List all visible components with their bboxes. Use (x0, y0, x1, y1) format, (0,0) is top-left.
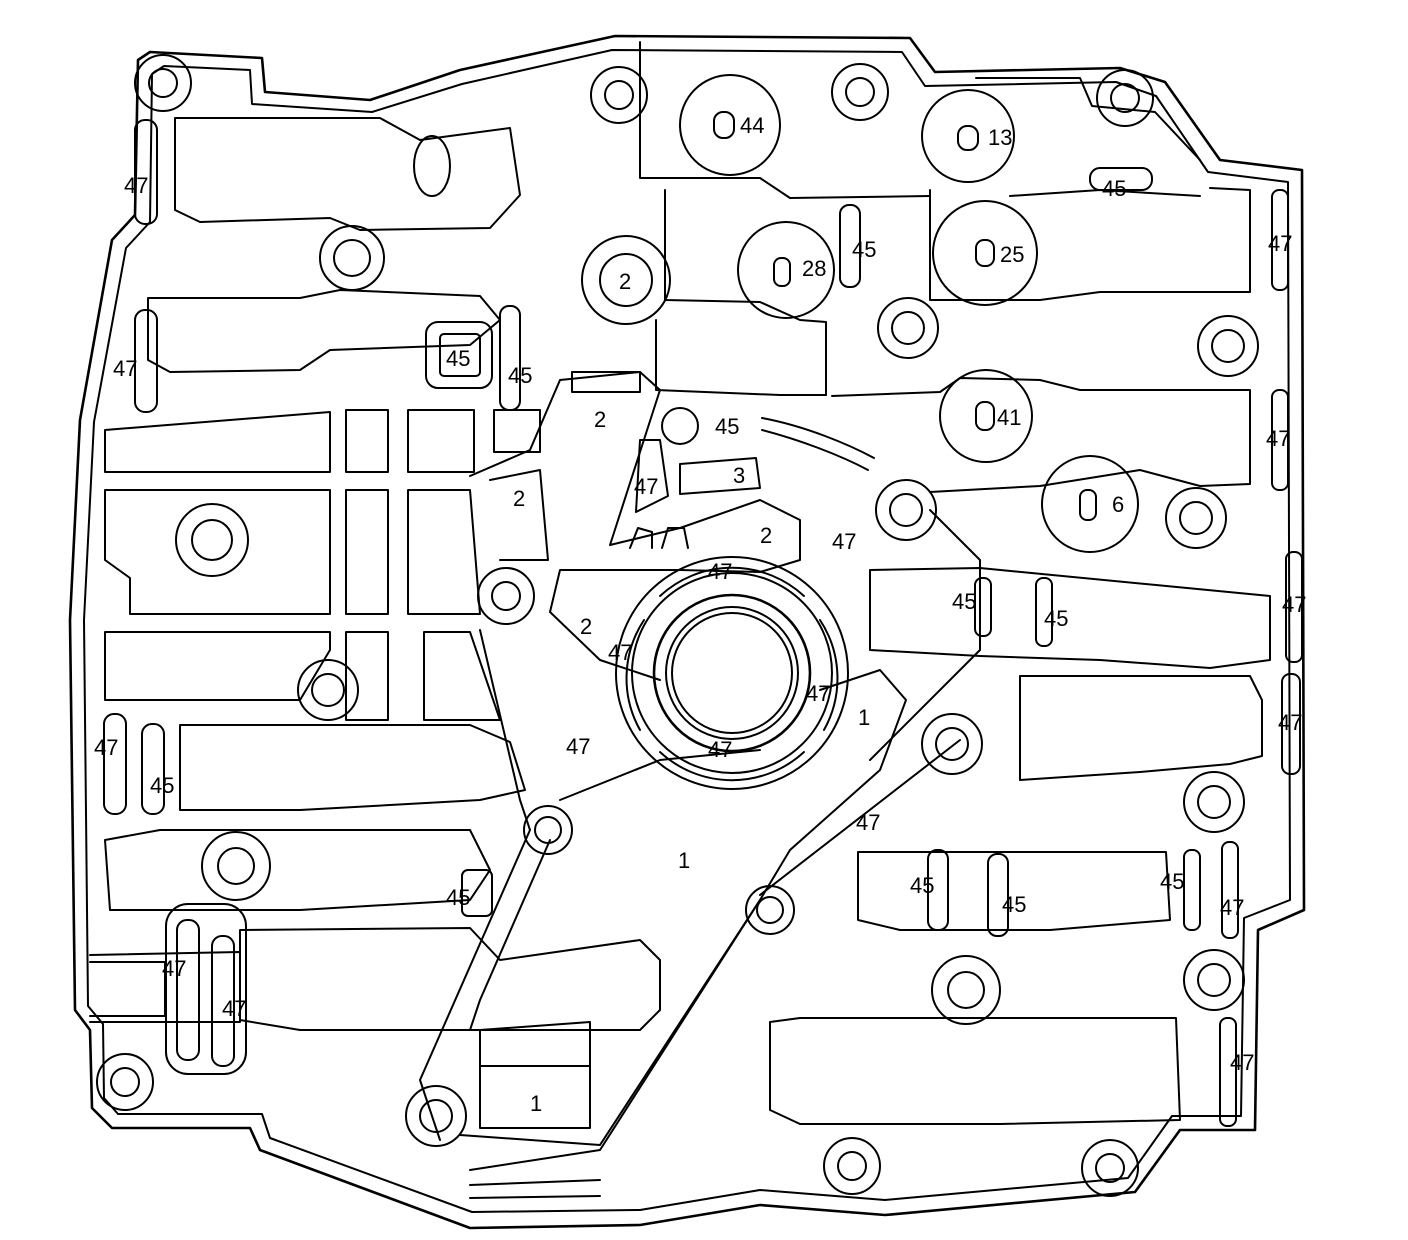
callout-1: 1 (858, 705, 870, 730)
bolt-hole (201, 831, 271, 901)
callout-47: 47 (634, 474, 658, 499)
callout-45: 45 (910, 873, 934, 898)
callout-47: 47 (708, 559, 732, 584)
bolt-hole (661, 407, 699, 445)
callout-47: 47 (832, 529, 856, 554)
callout-45: 45 (508, 363, 532, 388)
bolt-hole (823, 1137, 881, 1195)
callout-2: 2 (580, 614, 592, 639)
callout-1: 1 (678, 848, 690, 873)
callout-45: 45 (1160, 869, 1184, 894)
callout-47: 47 (113, 356, 137, 381)
callout-45: 45 (852, 237, 876, 262)
valve-bores (413, 74, 1139, 553)
bolt-hole (581, 235, 671, 325)
callout-45: 45 (1044, 606, 1068, 631)
bolt-hole (875, 479, 937, 541)
bolt-hole (877, 297, 939, 359)
bore-6 (1041, 455, 1139, 553)
callout-47: 47 (162, 956, 186, 981)
bolt-hole (931, 955, 1001, 1025)
callout-13: 13 (988, 125, 1012, 150)
callout-47: 47 (1266, 426, 1290, 451)
bore-28 (737, 221, 835, 319)
callout-47: 47 (708, 737, 732, 762)
callout-47: 47 (566, 734, 590, 759)
bore-13 (921, 89, 1015, 183)
bolt-hole (831, 63, 889, 121)
callout-45: 45 (446, 346, 470, 371)
callout-45: 45 (1002, 892, 1026, 917)
bolt-hole (1081, 1139, 1139, 1197)
callout-2: 2 (760, 523, 772, 548)
callout-47: 47 (856, 810, 880, 835)
bolt-hole (1183, 771, 1245, 833)
bolt-hole (134, 54, 192, 112)
callout-47: 47 (1268, 231, 1292, 256)
bolt-hole (921, 713, 983, 775)
callout-2: 2 (619, 269, 631, 294)
callout-2: 2 (513, 486, 525, 511)
callout-labels: 44 13 45 47 2 28 45 25 47 47 45 45 2 45 … (94, 113, 1306, 1116)
bore-25 (932, 200, 1038, 306)
callout-3: 3 (733, 463, 745, 488)
callout-44: 44 (740, 113, 764, 138)
bolt-hole (405, 1085, 467, 1147)
bolt-hole (96, 1053, 154, 1111)
callout-6: 6 (1112, 492, 1124, 517)
bolt-hole (297, 659, 359, 721)
callout-47: 47 (124, 173, 148, 198)
callout-47: 47 (806, 681, 830, 706)
callout-2: 2 (594, 407, 606, 432)
bolt-hole (745, 885, 795, 935)
callout-25: 25 (1000, 242, 1024, 267)
bolt-hole (590, 66, 648, 124)
callout-45: 45 (1102, 176, 1126, 201)
callout-45: 45 (715, 414, 739, 439)
callout-47: 47 (1278, 710, 1302, 735)
bolt-hole (1165, 487, 1227, 549)
callout-1: 1 (530, 1091, 542, 1116)
bolt-hole (477, 567, 535, 625)
callout-47: 47 (1220, 895, 1244, 920)
callout-28: 28 (802, 256, 826, 281)
callout-47: 47 (222, 996, 246, 1021)
bore-41 (939, 369, 1033, 463)
bolt-hole (523, 805, 573, 855)
callout-45: 45 (150, 773, 174, 798)
callout-47: 47 (1282, 592, 1306, 617)
callout-47: 47 (608, 640, 632, 665)
plate-outline (68, 34, 1306, 1230)
callout-45: 45 (446, 885, 470, 910)
callout-45: 45 (952, 589, 976, 614)
channel-walls (89, 41, 1271, 1199)
bolt-hole (175, 503, 249, 577)
pump-ring (615, 556, 849, 790)
callout-47: 47 (94, 735, 118, 760)
bolt-holes (96, 54, 1259, 1197)
slot-channels (103, 119, 1303, 1127)
callout-47: 47 (1230, 1050, 1254, 1075)
bolt-hole (1197, 315, 1259, 377)
bore-44 (679, 74, 781, 176)
callout-41: 41 (997, 405, 1021, 430)
bolt-hole (1183, 949, 1245, 1011)
bolt-hole (1096, 69, 1154, 127)
bolt-hole (319, 225, 385, 291)
